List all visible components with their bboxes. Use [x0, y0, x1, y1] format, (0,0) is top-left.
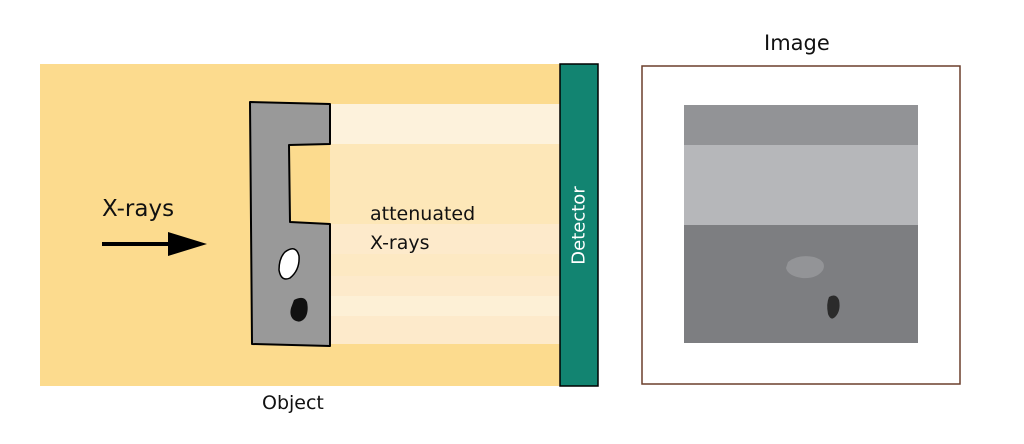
object-label: Object [262, 392, 324, 414]
image-inclusion-shadow [827, 295, 840, 319]
detector [559, 63, 599, 387]
image-band-bottom [684, 225, 918, 343]
attenuated-stripe [330, 254, 560, 276]
attenuated-band-middle [330, 144, 560, 224]
image-band-top [684, 105, 918, 145]
xrays-label: X-rays [102, 196, 175, 222]
object-cross-section [249, 101, 331, 347]
detector-label-box: Detector [560, 64, 598, 386]
detector-label: Detector [568, 185, 590, 265]
air-void [278, 248, 300, 280]
dense-inclusion [290, 297, 308, 322]
image-label: Image [764, 31, 830, 55]
attenuated-band-top [330, 104, 560, 144]
attenuated-stripe [330, 296, 560, 316]
image-band-middle [684, 145, 918, 225]
xray-arrow-head [168, 232, 207, 256]
attenuated-band-lower [330, 224, 560, 344]
attenuated-label-line2: X-rays [370, 232, 430, 254]
attenuated-label: attenuated X-rays [370, 200, 475, 258]
image-void-shadow [786, 256, 824, 279]
attenuated-label-line1: attenuated [370, 203, 476, 225]
